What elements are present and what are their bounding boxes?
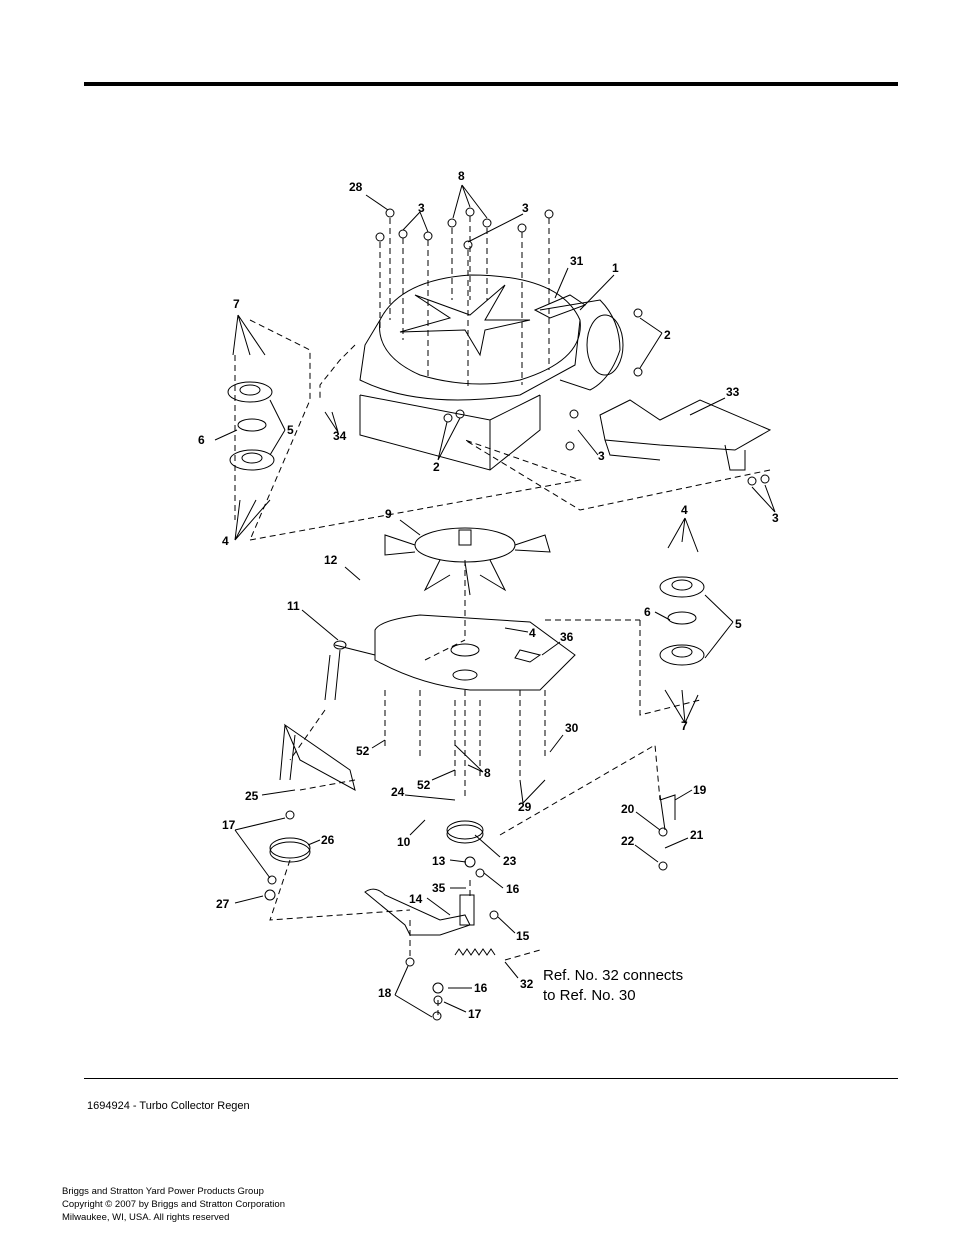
spring-32 <box>454 948 496 956</box>
callout-27: 27 <box>216 897 230 911</box>
callout-4: 4 <box>681 503 688 517</box>
callout-7: 7 <box>233 297 240 311</box>
callout-10: 10 <box>397 835 411 849</box>
callout-25: 25 <box>245 789 259 803</box>
callout-35: 35 <box>432 881 446 895</box>
pulley-26 <box>269 837 311 859</box>
callout-23: 23 <box>503 854 517 868</box>
callout-36: 36 <box>560 630 574 644</box>
callout-28: 28 <box>349 180 363 194</box>
header-rule <box>84 82 898 86</box>
bearing-left <box>237 418 267 432</box>
bearing-flange-top-right <box>659 576 705 598</box>
callout-52: 52 <box>356 744 370 758</box>
bearing-right <box>667 611 697 625</box>
callout-3: 3 <box>418 201 425 215</box>
callout-6: 6 <box>644 605 651 619</box>
connection-note-line1: Ref. No. 32 connects <box>543 967 684 984</box>
housing-body <box>359 395 541 471</box>
bracket-lower-left <box>279 723 356 791</box>
callout-16: 16 <box>474 981 488 995</box>
footer-location: Milwaukee, WI, USA. All rights reserved <box>62 1212 230 1223</box>
footer-copyright: Copyright © 2007 by Briggs and Stratton … <box>62 1199 285 1210</box>
idler-arm-14 <box>364 888 471 936</box>
connection-note: Ref. No. 32 connects to Ref. No. 30 <box>543 966 683 1006</box>
callout-17: 17 <box>222 818 236 832</box>
pulley-23 <box>446 820 484 840</box>
mounting-plate <box>374 614 576 691</box>
callout-6: 6 <box>198 433 205 447</box>
bearing-flange-bottom-left <box>229 449 275 471</box>
callout-31: 31 <box>570 254 584 268</box>
callout-8: 8 <box>458 169 465 183</box>
callout-9: 9 <box>385 507 392 521</box>
deflector-33 <box>599 399 772 451</box>
callout-4: 4 <box>529 626 536 640</box>
exploded-parts-diagram: 28 8 3 3 31 1 7 2 33 6 5 34 2 3 3 9 4 4 … <box>198 169 779 1021</box>
callout-15: 15 <box>516 929 530 943</box>
callout-21: 21 <box>690 828 704 842</box>
callout-4: 4 <box>222 534 229 548</box>
bearing-flange-bottom-right <box>659 644 705 666</box>
callout-20: 20 <box>621 802 635 816</box>
callout-30: 30 <box>565 721 579 735</box>
callout-29: 29 <box>518 800 532 814</box>
callout-13: 13 <box>432 854 446 868</box>
callout-5: 5 <box>287 423 294 437</box>
bolt-19 <box>659 794 676 831</box>
bearing-flange-top-left <box>227 381 273 403</box>
callout-33: 33 <box>726 385 740 399</box>
callout-5: 5 <box>735 617 742 631</box>
housing-top-cover <box>379 274 581 385</box>
callout-14: 14 <box>409 892 423 906</box>
document-id-title: 1694924 - Turbo Collector Regen <box>87 1100 250 1112</box>
callout-16: 16 <box>506 882 520 896</box>
callout-3: 3 <box>522 201 529 215</box>
callout-1: 1 <box>612 261 619 275</box>
chute-outlet <box>539 299 621 391</box>
callout-32: 32 <box>520 977 534 991</box>
footer-company: Briggs and Stratton Yard Power Products … <box>62 1186 264 1197</box>
footer: Briggs and Stratton Yard Power Products … <box>62 1185 285 1224</box>
callout-19: 19 <box>693 783 707 797</box>
footer-rule <box>84 1078 898 1079</box>
connection-note-line2: to Ref. No. 30 <box>543 987 636 1004</box>
callout-26: 26 <box>321 833 335 847</box>
callout-52: 52 <box>417 778 431 792</box>
arm-11 <box>324 644 376 701</box>
callout-3: 3 <box>772 511 779 525</box>
callout-8: 8 <box>484 766 491 780</box>
callout-17: 17 <box>468 1007 482 1021</box>
callout-34: 34 <box>333 429 347 443</box>
star-plate <box>399 284 531 357</box>
callout-7: 7 <box>681 719 688 733</box>
callout-24: 24 <box>391 785 405 799</box>
callout-18: 18 <box>378 986 392 1000</box>
callout-12: 12 <box>324 553 338 567</box>
callout-2: 2 <box>433 460 440 474</box>
callout-22: 22 <box>621 834 635 848</box>
callout-3: 3 <box>598 449 605 463</box>
callout-2: 2 <box>664 328 671 342</box>
callout-11: 11 <box>287 599 300 613</box>
